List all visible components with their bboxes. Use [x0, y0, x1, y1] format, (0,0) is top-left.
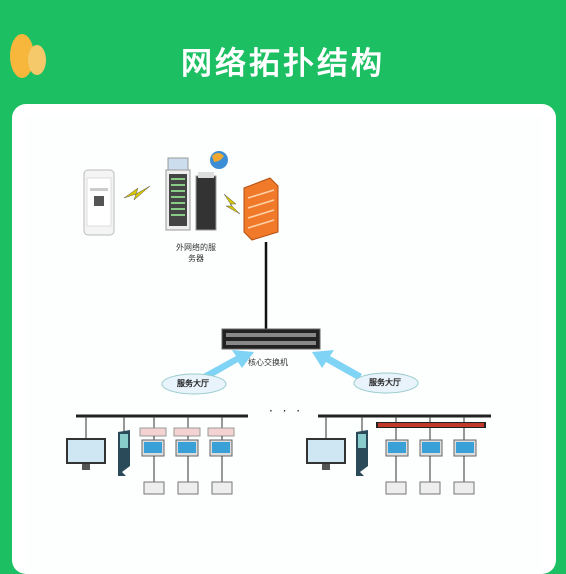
arrow-icon [312, 350, 362, 380]
monitor-icon [141, 439, 233, 457]
diagram-card: 外网络的服 务器 核心交换机 服务大厅 服务大厅 · · · [12, 104, 556, 574]
tv-screen-icon [306, 438, 346, 470]
switch-icon [221, 328, 321, 350]
firewall-icon [243, 177, 279, 241]
hall-left-label: 服务大厅 [177, 379, 209, 388]
cloud-icon [353, 372, 419, 394]
switch-label: 核心交换机 [248, 358, 288, 367]
monitor-icon [385, 439, 477, 457]
server-label-line2: 务器 [188, 254, 204, 263]
printer-icon [143, 481, 233, 495]
kiosk-icon [356, 430, 368, 476]
wireless-link-icon [223, 193, 241, 215]
kiosk-icon [118, 430, 130, 476]
wireless-link-icon [123, 185, 151, 201]
server-rack-icon [165, 157, 217, 231]
orange-logo-icon [10, 34, 46, 78]
network-diagram [66, 151, 491, 495]
cloud-icon [161, 373, 227, 395]
ellipsis: · · · [269, 404, 304, 418]
globe-icon [210, 151, 228, 169]
header: 网络拓扑结构 [0, 0, 566, 105]
server-label-line1: 外网络的服 [176, 243, 216, 252]
diagram-area: 外网络的服 务器 核心交换机 服务大厅 服务大厅 · · · [26, 116, 542, 574]
page-title: 网络拓扑结构 [181, 46, 385, 82]
printer-icon [385, 481, 475, 495]
phone-icon [83, 169, 115, 236]
hall-right-label: 服务大厅 [369, 378, 401, 387]
tv-screen-icon [66, 438, 106, 470]
